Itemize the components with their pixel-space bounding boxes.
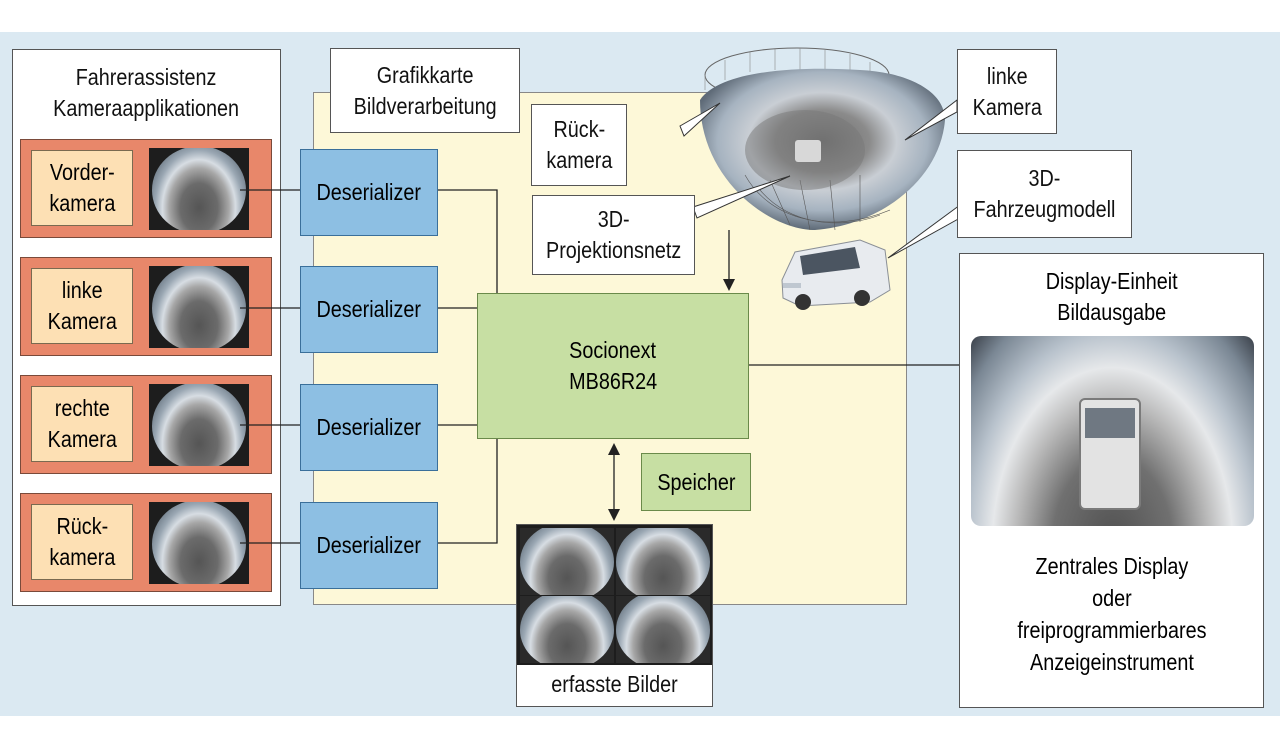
camera-image-right	[149, 384, 249, 466]
camera-image-front	[149, 148, 249, 230]
camera-row-rear: Rück- kamera	[20, 493, 272, 592]
display-output-image	[971, 336, 1254, 526]
camera-label: Rück- kamera	[31, 504, 133, 580]
display-unit-caption: Zentrales Display oder freiprogrammierba…	[1016, 553, 1207, 675]
captured-images-grid	[517, 525, 712, 665]
camera-applications-title: Fahrerassistenz Kameraapplikationen	[53, 64, 240, 121]
captured-image-2	[616, 528, 710, 595]
callout-vehicle-model: 3D- Fahrzeugmodell	[957, 150, 1132, 238]
deserializer-4: Deserializer	[300, 502, 438, 589]
captured-image-3	[520, 596, 614, 663]
memory-box: Speicher	[641, 453, 751, 511]
camera-label: rechte Kamera	[31, 386, 133, 462]
graphics-card-title: Grafikkarte Bildverarbeitung	[330, 48, 520, 133]
captured-image-4	[616, 596, 710, 663]
captured-images-label: erfasste Bilder	[551, 671, 678, 697]
camera-row-right: rechte Kamera	[20, 375, 272, 474]
camera-image-left	[149, 266, 249, 348]
deserializer-3: Deserializer	[300, 384, 438, 471]
deserializer-1: Deserializer	[300, 149, 438, 236]
camera-row-front: Vorder- kamera	[20, 139, 272, 238]
callout-rear-camera: Rück- kamera	[531, 104, 627, 186]
camera-label: linke Kamera	[31, 268, 133, 344]
processor-socionext: Socionext MB86R24	[477, 293, 749, 439]
camera-row-left: linke Kamera	[20, 257, 272, 356]
callout-projection-net: 3D- Projektionsnetz	[532, 195, 695, 275]
callout-left-camera: linke Kamera	[957, 49, 1057, 134]
display-unit-title: Display-Einheit Bildausgabe	[1045, 268, 1178, 325]
deserializer-2: Deserializer	[300, 266, 438, 353]
captured-image-1	[520, 528, 614, 595]
camera-image-rear	[149, 502, 249, 584]
camera-label: Vorder- kamera	[31, 150, 133, 226]
